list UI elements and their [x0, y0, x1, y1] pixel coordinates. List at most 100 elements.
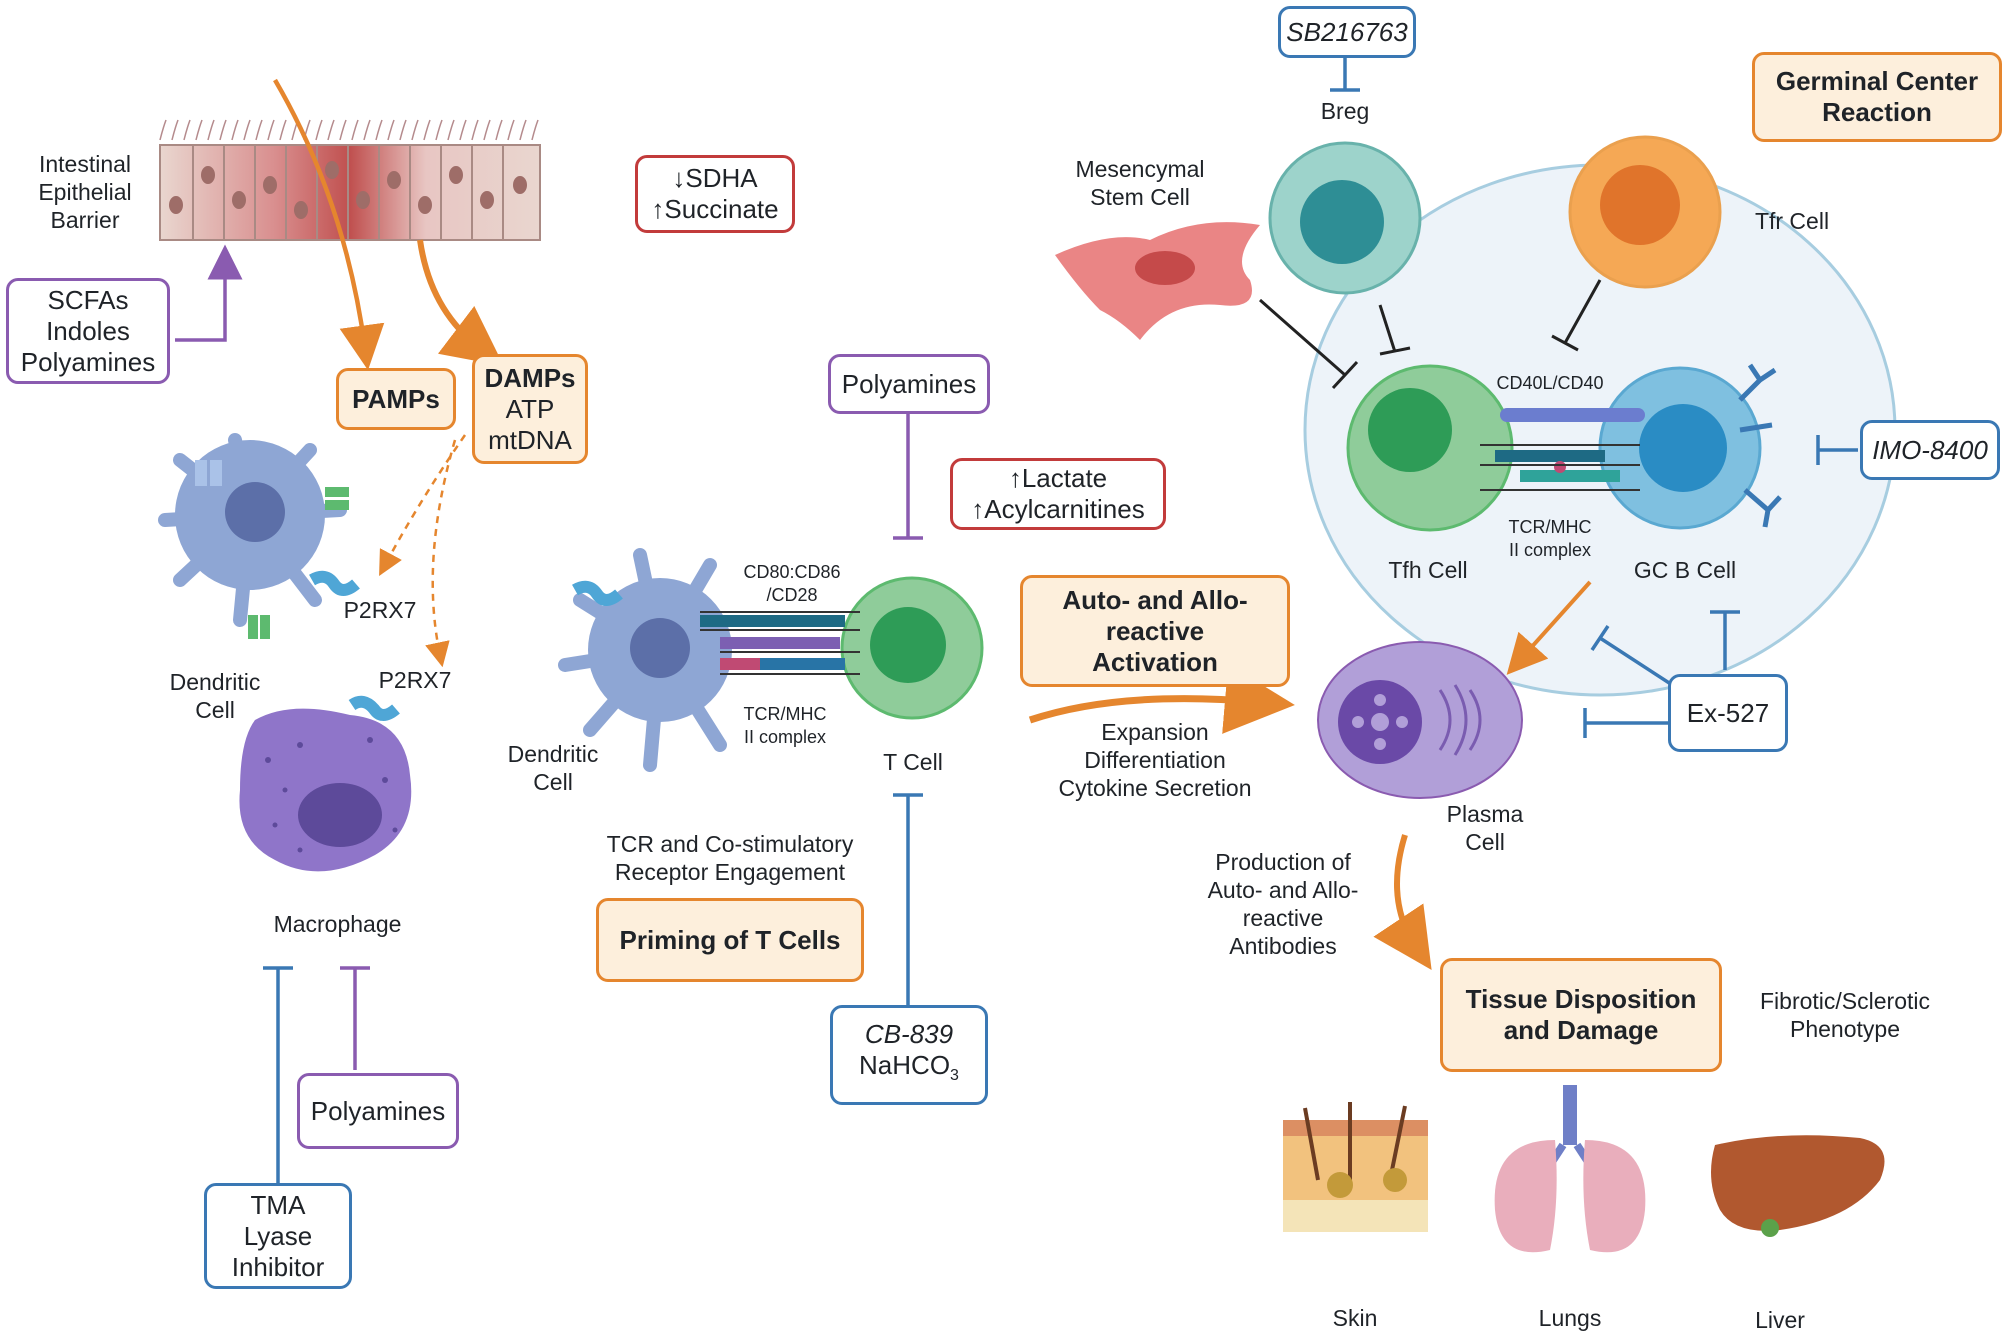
t-cell-label: T Cell [883, 749, 943, 775]
cd80-line2: /CD28 [766, 585, 818, 605]
sb-inhibitor-line [1330, 52, 1360, 92]
activation-arrow [1028, 664, 1295, 734]
microbial-metabolites-box: SCFAs Indoles Polyamines [6, 278, 170, 384]
nahco3-text: NaHCO3 [859, 1050, 959, 1091]
macrophage-label: Macrophage [273, 911, 402, 937]
plasma-cell-label: Plasma Cell [1430, 800, 1540, 856]
antibody-production-label: Production of Auto- and Allo- reactive A… [1193, 848, 1373, 960]
polyamines-box-middle: Polyamines [828, 354, 990, 414]
plasma-line1: Plasma [1446, 801, 1524, 827]
ex527-box: Ex-527 [1668, 674, 1788, 752]
plasma-cell [1317, 641, 1523, 799]
production-line3: reactive [1242, 905, 1324, 931]
liver-label: Liver [1755, 1307, 1805, 1333]
damps-arrow [417, 239, 504, 367]
p2rx7-mac-label: P2RX7 [378, 667, 452, 693]
lactate-acylcarnitines-box: ↑Lactate ↑Acylcarnitines [950, 458, 1166, 530]
tfh-cell [1346, 364, 1514, 532]
tcr-middle-line2: II complex [743, 727, 827, 747]
liver-icon [1711, 1135, 1885, 1237]
epithelial-label-line3: Barrier [50, 207, 120, 233]
dc-left-label: Dendritic Cell [150, 668, 280, 724]
dc-middle-line1: Dendritic [507, 741, 599, 767]
nahco3-base: NaHCO [859, 1049, 951, 1080]
tfh-gcb-receptors [1480, 408, 1645, 491]
tcr-mhc-label-middle: TCR/MHC II complex [740, 703, 830, 749]
activation-line1: Auto- and Allo- [1062, 584, 1248, 615]
fibrotic-phenotype-label: Fibrotic/Sclerotic Phenotype [1730, 987, 1960, 1043]
phenotype-line2: Phenotype [1790, 1016, 1900, 1042]
scfas-text: SCFAs [47, 284, 129, 315]
dendritic-cell-middle [558, 548, 732, 772]
acylcarnitines-text: ↑Acylcarnitines [971, 494, 1145, 524]
inhibitor-text: Inhibitor [231, 1251, 325, 1282]
epithelial-label-line1: Intestinal [38, 151, 132, 177]
cb839-box: CB-839 NaHCO3 [830, 1005, 988, 1105]
production-line4: Antibodies [1229, 933, 1337, 959]
nahco3-sub: 3 [950, 1067, 959, 1085]
lyase-text: Lyase [243, 1220, 313, 1251]
tcr-engagement-label: TCR and Co-stimulatory Receptor Engageme… [575, 830, 885, 886]
dc-middle-line2: Cell [533, 769, 573, 795]
production-line2: Auto- and Allo- [1207, 877, 1359, 903]
p2rx7-dc-label: P2RX7 [343, 597, 417, 623]
cb839-text: CB-839 [864, 1018, 954, 1049]
mesenchymal-stem-cell [1055, 222, 1260, 340]
sdha-text: ↓SDHA [672, 163, 758, 193]
skin-icon [1283, 1102, 1428, 1232]
phenotype-line1: Fibrotic/Sclerotic [1760, 988, 1930, 1014]
gc-title-line2: Reaction [1822, 97, 1932, 127]
gcb-label: GC B Cell [1633, 557, 1737, 583]
gc-inhibition-lines [1259, 279, 1602, 390]
cb839-t-inhibitor [893, 793, 923, 1005]
epithelial-barrier [159, 119, 541, 241]
microbial-arrow [175, 244, 243, 342]
cytokine-text: Cytokine Secretion [1058, 775, 1252, 801]
polyamines-box-left: Polyamines [297, 1073, 459, 1149]
tissue-line2: and Damage [1503, 1015, 1659, 1045]
gc-b-cell [1598, 363, 1782, 530]
pamps-text: PAMPs [352, 383, 440, 414]
macrophage-inhibitors [263, 966, 370, 1185]
epithelial-label-line2: Epithelial [38, 179, 132, 205]
sb216763-box: SB216763 [1278, 6, 1416, 58]
dc-t-receptors [700, 611, 860, 675]
polyamines-text: Polyamines [20, 346, 156, 377]
tcr-mhc-label-gc: TCR/MHC II complex [1505, 516, 1595, 562]
macrophage [239, 695, 412, 872]
sb216763-text: SB216763 [1286, 16, 1408, 47]
breg-label: Breg [1320, 98, 1370, 124]
tma-text: TMA [250, 1189, 306, 1220]
polyamines-t-inhibitor [893, 412, 923, 540]
polyamines-middle-text: Polyamines [841, 368, 977, 399]
indoles-text: Indoles [46, 315, 130, 346]
damps-box: DAMPs ATP mtDNA [472, 354, 588, 464]
dc-middle-label: Dendritic Cell [488, 740, 618, 796]
lactate-text: ↑Lactate [1008, 463, 1108, 493]
msc-line1: Mesencymal [1075, 156, 1205, 182]
imo-inhibitor-line [1816, 435, 1858, 465]
tfh-label: Tfh Cell [1388, 557, 1468, 583]
ex527-inhibitor-lines [1583, 610, 1740, 738]
imo8400-text: IMO-8400 [1872, 434, 1988, 465]
pamps-box: PAMPs [336, 368, 456, 430]
plasma-tissue-arrow [1373, 834, 1432, 970]
damps-mtdna: mtDNA [488, 424, 572, 455]
skin-label: Skin [1332, 1305, 1378, 1331]
cd80-line1: CD80:CD86 [743, 562, 841, 582]
msc-label: Mesencymal Stem Cell [1050, 155, 1230, 211]
succinate-text: ↑Succinate [651, 194, 779, 224]
imo8400-box: IMO-8400 [1860, 420, 2000, 480]
pamps-arrow [273, 78, 385, 371]
expansion-text: Expansion [1101, 719, 1209, 745]
dendritic-cell-left [158, 433, 360, 639]
tma-lyase-inhibitor-box: TMA Lyase Inhibitor [204, 1183, 352, 1289]
engagement-line2: Receptor Engagement [614, 859, 846, 885]
production-line1: Production of [1215, 849, 1351, 875]
tfr-label: Tfr Cell [1754, 208, 1830, 234]
b-cell-receptor-icons [1738, 363, 1782, 528]
damps-title: DAMPs [484, 362, 576, 393]
damps-atp: ATP [505, 393, 555, 424]
damps-dc-arrow [379, 434, 467, 577]
